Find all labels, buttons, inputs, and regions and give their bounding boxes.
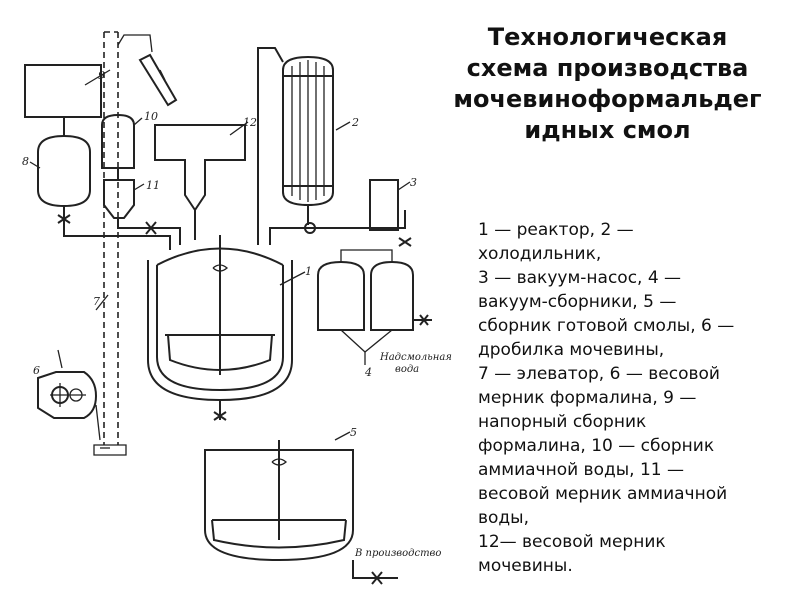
- process-flow-diagram: 9 8 7 10 11 12 2 3 1 4 6 5 Надсмольная в…: [22, 31, 452, 585]
- label-11: 11: [146, 179, 160, 192]
- label-3: 3: [410, 176, 417, 189]
- label-7: 7: [93, 295, 100, 308]
- slide-title: Технологическая схема производства мочев…: [430, 22, 785, 146]
- note-resin-water-line1: Надсмольная: [379, 352, 452, 363]
- condenser-2: [257, 47, 351, 245]
- urea-elevator-7: [93, 31, 178, 456]
- equipment-legend: 1 — реактор, 2 — холодильник, 3 — вакуум…: [478, 218, 798, 578]
- urea-weigh-hopper-12: [154, 121, 249, 240]
- legend-line-4: вакуум-сборники, 5 —: [478, 292, 677, 312]
- legend-line-6: дробилка мочевины,: [478, 340, 665, 360]
- label-1: 1: [305, 265, 312, 278]
- vacuum-collectors-4: [317, 249, 432, 365]
- label-10: 10: [144, 110, 158, 123]
- formalin-weigh-tank-8: [29, 117, 91, 230]
- label-6: 6: [33, 364, 40, 377]
- legend-line-14: 12— весовой мерник: [478, 532, 666, 552]
- title-line-4: идных смол: [524, 116, 691, 144]
- legend-line-11: аммиачной воды, 11 —: [478, 460, 684, 480]
- label-5: 5: [350, 426, 357, 439]
- legend-line-3: 3 — вакуум-насос, 4 —: [478, 268, 682, 288]
- legend-line-8: мерник формалина, 9 —: [478, 388, 697, 408]
- legend-line-13: воды,: [478, 508, 529, 528]
- label-4: 4: [364, 366, 372, 379]
- reactor-1: [147, 235, 306, 421]
- ammonia-water-tank-10: [101, 113, 143, 169]
- label-8: 8: [22, 155, 29, 168]
- title-line-3: мочевиноформальдег: [453, 85, 762, 113]
- legend-line-7: 7 — элеватор, 6 — весовой: [478, 364, 720, 384]
- ammonia-weigh-tank-11: [103, 168, 181, 245]
- legend-line-10: формалина, 10 — сборник: [478, 436, 715, 456]
- note-resin-water-line2: вода: [395, 364, 419, 375]
- legend-line-1: 1 — реактор, 2 —: [478, 220, 634, 240]
- legend-line-5: сборник готовой смолы, 6 —: [478, 316, 735, 336]
- note-to-production: В производство: [354, 548, 441, 559]
- label-2: 2: [351, 116, 359, 129]
- urea-crusher-6: [37, 349, 101, 441]
- vapour-line: [269, 210, 406, 245]
- title-line-2: схема производства: [466, 54, 749, 82]
- legend-line-2: холодильник,: [478, 244, 602, 264]
- label-12: 12: [243, 116, 257, 129]
- vacuum-pump-3: [369, 179, 412, 247]
- legend-line-15: мочевины.: [478, 556, 573, 576]
- title-line-1: Технологическая: [487, 23, 728, 51]
- legend-line-9: напорный сборник: [478, 412, 647, 432]
- label-9: 9: [98, 69, 105, 82]
- resin-collector-5: [204, 431, 398, 585]
- formalin-feed-line: [63, 230, 171, 250]
- legend-line-12: весовой мерник аммиачной: [478, 484, 728, 504]
